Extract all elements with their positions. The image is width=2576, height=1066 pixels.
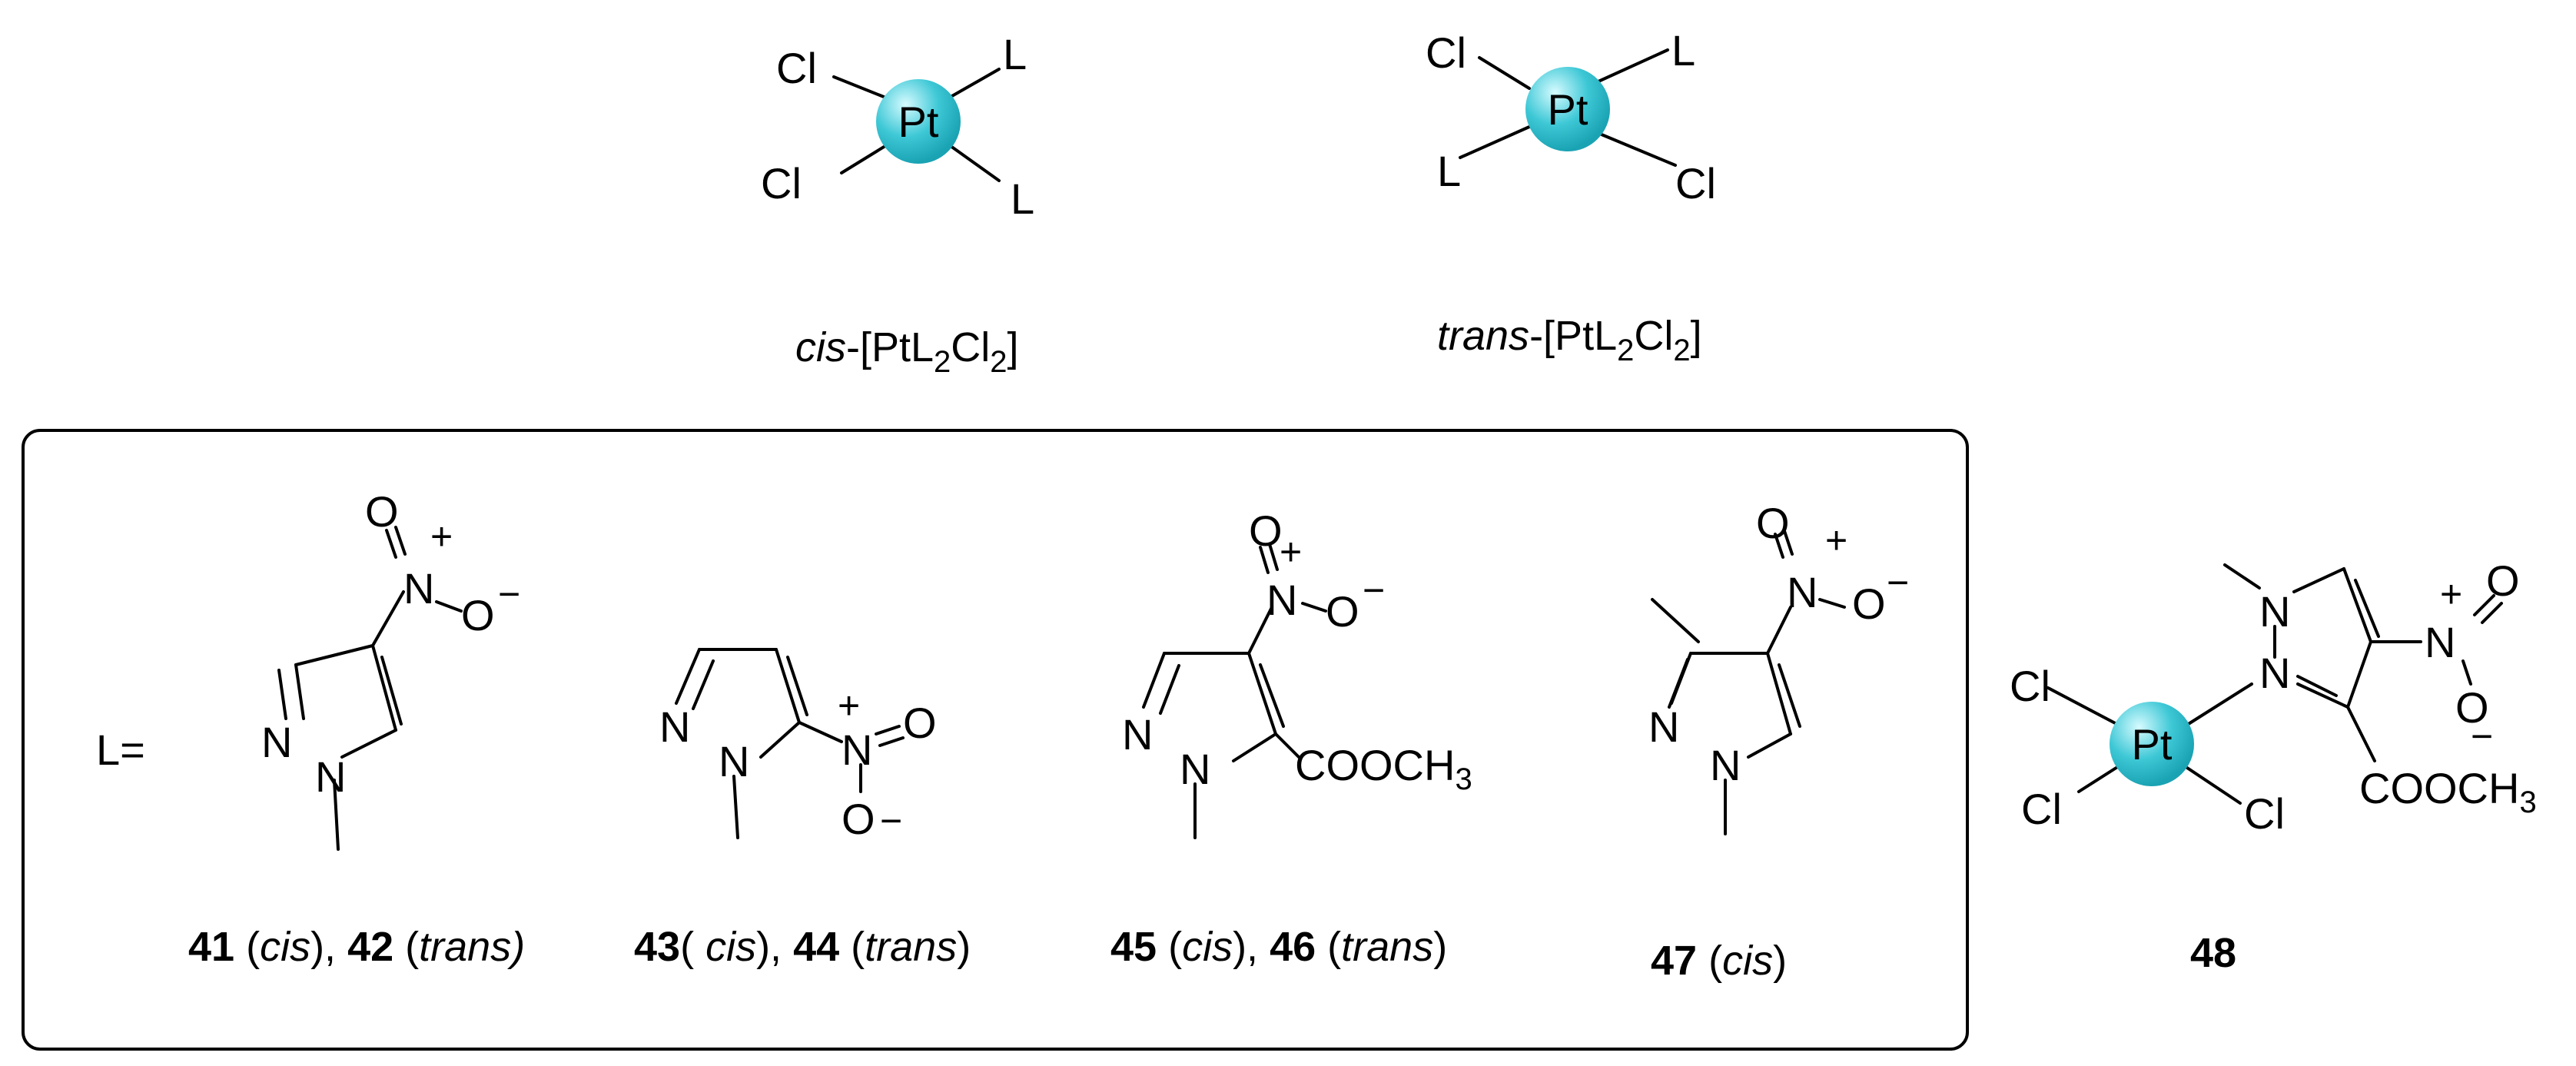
cl-label: Cl — [776, 44, 817, 92]
n-atom-label: N — [1180, 745, 1210, 793]
minus-charge: − — [1363, 569, 1385, 612]
plus-charge: + — [430, 515, 453, 558]
n-atom-label: N — [1787, 568, 1817, 616]
plus-charge: + — [2440, 573, 2462, 616]
cl-label: Cl — [1675, 159, 1716, 208]
n-atom-label: N — [659, 702, 690, 751]
o-atom-label: O — [461, 591, 495, 639]
cl-label: Cl — [2010, 662, 2050, 710]
n-atom-label: N — [403, 564, 434, 613]
compound-caption-43-44: 43( cis), 44 (trans) — [634, 924, 971, 970]
n-atom-label: N — [1266, 576, 1297, 624]
ester-group-label: COOCH3 — [1295, 741, 1472, 796]
pt-label: Pt — [898, 98, 939, 146]
n-atom-label: N — [719, 737, 749, 785]
n-atom-label: N — [1122, 710, 1153, 759]
pt-label: Pt — [2132, 720, 2173, 769]
ligand-structure-41-42: N N N O + O − — [261, 487, 520, 851]
plus-charge: + — [838, 684, 860, 727]
minus-charge: − — [498, 573, 520, 616]
ester-group-label: COOCH3 — [2359, 764, 2537, 819]
ligand-structure-47: N N N O + O − — [1648, 499, 1909, 835]
minus-charge: − — [2471, 715, 2493, 758]
compound-caption-41-42: 41 (cis), 42 (trans) — [188, 924, 525, 970]
n-atom-label: N — [261, 718, 292, 766]
n-atom-label: N — [315, 752, 346, 801]
n-atom-label: N — [2259, 649, 2290, 697]
trans-formula-caption: trans-[PtL2Cl2] — [1437, 313, 1702, 367]
cis-formula-caption: cis-[PtL2Cl2] — [795, 324, 1019, 379]
ligand-label: L — [1003, 30, 1027, 78]
n-atom-label: N — [1710, 741, 1741, 789]
n-atom-label: N — [842, 726, 872, 774]
ligand-definition-label: L= — [96, 726, 145, 774]
cl-label: Cl — [1426, 28, 1466, 77]
platinum-sphere — [2110, 702, 2194, 786]
o-atom-label: O — [2486, 556, 2520, 605]
n-atom-label: N — [2259, 587, 2290, 636]
o-atom-label: O — [365, 487, 399, 536]
complex-48-structure: Pt Cl Cl Cl N N N + O O − COOCH3 — [2010, 556, 2537, 838]
ligand-structure-43-44: N N N + O O − — [659, 648, 937, 843]
ligand-structure-45-46: N N N O + O − COOCH3 — [1122, 506, 1472, 839]
cl-label: Cl — [761, 159, 802, 208]
cl-label: Cl — [2244, 789, 2285, 838]
ligand-box — [22, 429, 1969, 1051]
o-atom-label: O — [842, 795, 875, 843]
compound-caption-48: 48 — [2190, 930, 2236, 976]
platinum-sphere — [876, 79, 961, 164]
n-atom-label: N — [2425, 618, 2455, 666]
ligand-label: L — [1437, 147, 1461, 195]
plus-charge: + — [1825, 519, 1847, 562]
cis-complex: Pt Cl Cl L L — [761, 30, 1034, 223]
o-atom-label: O — [1326, 587, 1359, 636]
trans-complex: Pt Cl L L Cl — [1426, 26, 1716, 208]
ligand-label: L — [1671, 26, 1695, 75]
o-atom-label: O — [903, 699, 937, 747]
o-atom-label: O — [1249, 506, 1283, 555]
cl-label: Cl — [2021, 785, 2062, 833]
n-atom-label: N — [1648, 702, 1679, 751]
minus-charge: − — [1887, 561, 1909, 604]
ligand-label: L — [1011, 174, 1034, 223]
o-atom-label: O — [1852, 579, 1886, 628]
o-atom-label: O — [2455, 683, 2489, 732]
plus-charge: + — [1280, 530, 1302, 573]
o-atom-label: O — [1756, 499, 1790, 547]
pt-label: Pt — [1548, 85, 1588, 134]
compound-caption-47: 47 (cis) — [1651, 938, 1787, 984]
minus-charge: − — [880, 799, 902, 842]
compound-caption-45-46: 45 (cis), 46 (trans) — [1110, 924, 1447, 970]
platinum-sphere — [1525, 67, 1610, 151]
